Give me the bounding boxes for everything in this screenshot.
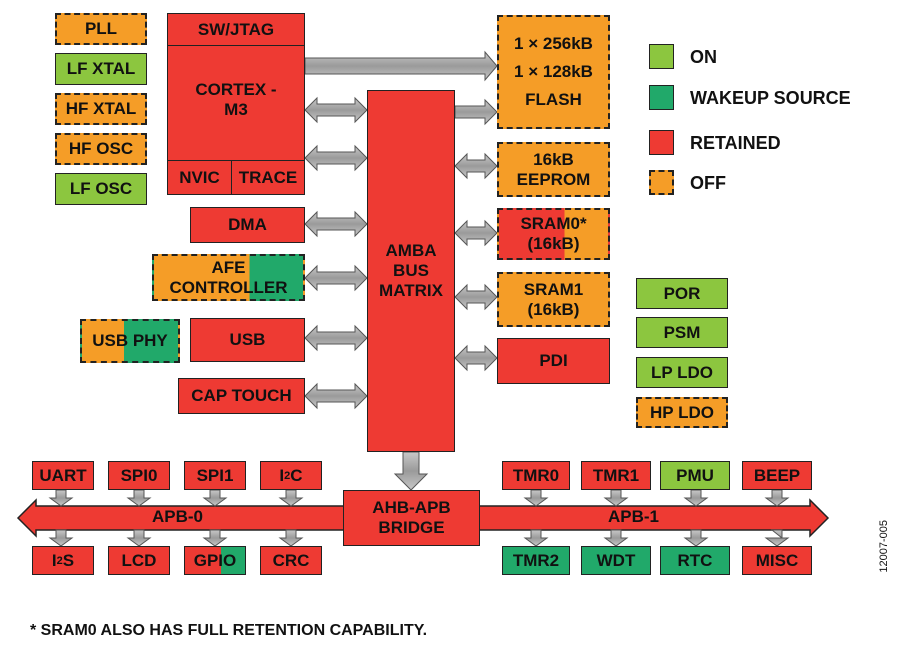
bus-sram1-arrow [454, 283, 498, 311]
sw-jtag-block: SW/JTAG [167, 13, 305, 46]
por-block: POR [636, 278, 728, 309]
cap-touch-block: CAP TOUCH [178, 378, 305, 414]
legend-wakeup-label: WAKEUP SOURCE [690, 88, 851, 108]
afe-controller-block: AFE CONTROLLER [152, 254, 305, 301]
pll-block: PLL [55, 13, 147, 45]
core-bus-arrow-2 [304, 144, 368, 172]
flash-block: 1 × 256kB 1 × 128kB FLASH [497, 15, 610, 129]
wdt-block: WDT [581, 546, 651, 575]
footnote: * SRAM0 ALSO HAS FULL RETENTION CAPABILI… [30, 622, 428, 639]
bus-bridge-arrow [393, 451, 429, 491]
pdi-block: PDI [497, 338, 610, 384]
cortex-m3-label: CORTEX - M3 [195, 80, 277, 119]
ahb-apb-bridge: AHB-APB BRIDGE [343, 490, 480, 546]
lcd-block: LCD [108, 546, 170, 575]
crc-block: CRC [260, 546, 322, 575]
afe-bus-arrow [304, 264, 368, 292]
figure-id: 12007-005 [878, 520, 890, 573]
bus-eeprom-arrow [454, 152, 498, 180]
core-flash-arrow [304, 50, 498, 82]
eeprom-block: 16kB EEPROM [497, 142, 610, 197]
hp-ldo-block: HP LDO [636, 397, 728, 428]
afe-controller-label: AFE CONTROLLER [169, 257, 288, 297]
legend-off-swatch [649, 170, 674, 195]
beep-block: BEEP [742, 461, 812, 490]
lp-ldo-block: LP LDO [636, 357, 728, 388]
hf-xtal-block: HF XTAL [55, 93, 147, 125]
bus-flash-arrow [454, 98, 498, 126]
dma-bus-arrow [304, 210, 368, 238]
bus-pdi-arrow [454, 344, 498, 372]
usb-bus-arrow [304, 324, 368, 352]
spi0-block: SPI0 [108, 461, 170, 490]
psm-block: PSM [636, 317, 728, 348]
usb-block: USB [190, 318, 305, 362]
cap-bus-arrow [304, 382, 368, 410]
misc-block: MISC [742, 546, 812, 575]
rtc-block: RTC [660, 546, 730, 575]
spi1-block: SPI1 [184, 461, 246, 490]
gpio-block: GPIO [184, 546, 246, 575]
nvic-block: NVIC [167, 160, 232, 195]
hf-osc-block: HF OSC [55, 133, 147, 165]
apb0-label: APB-0 [152, 507, 204, 526]
bus-sram0-arrow [454, 219, 498, 247]
legend-retained-label: RETAINED [690, 133, 781, 153]
tmr0-block: TMR0 [502, 461, 570, 490]
legend-on-label: ON [690, 47, 717, 67]
pmu-block: PMU [660, 461, 730, 490]
legend-off-label: OFF [690, 173, 726, 193]
amba-bus-matrix: AMBA BUS MATRIX [367, 90, 455, 452]
legend-wakeup-swatch [649, 85, 674, 110]
sram1-block: SRAM1 (16kB) [497, 272, 610, 327]
trace-block: TRACE [231, 160, 305, 195]
legend-on-swatch [649, 44, 674, 69]
lf-xtal-block: LF XTAL [55, 53, 147, 85]
legend-retained-swatch [649, 130, 674, 155]
sram0-block: SRAM0* (16kB) [497, 208, 610, 260]
core-bus-arrow-1 [304, 96, 368, 124]
dma-block: DMA [190, 207, 305, 243]
uart-block: UART [32, 461, 94, 490]
apb-connectors [48, 489, 790, 547]
usb-phy-block: USB PHY [80, 319, 180, 363]
apb1-label: APB-1 [608, 507, 660, 526]
tmr2-block: TMR2 [502, 546, 570, 575]
tmr1-block: TMR1 [581, 461, 651, 490]
lf-osc-block: LF OSC [55, 173, 147, 205]
